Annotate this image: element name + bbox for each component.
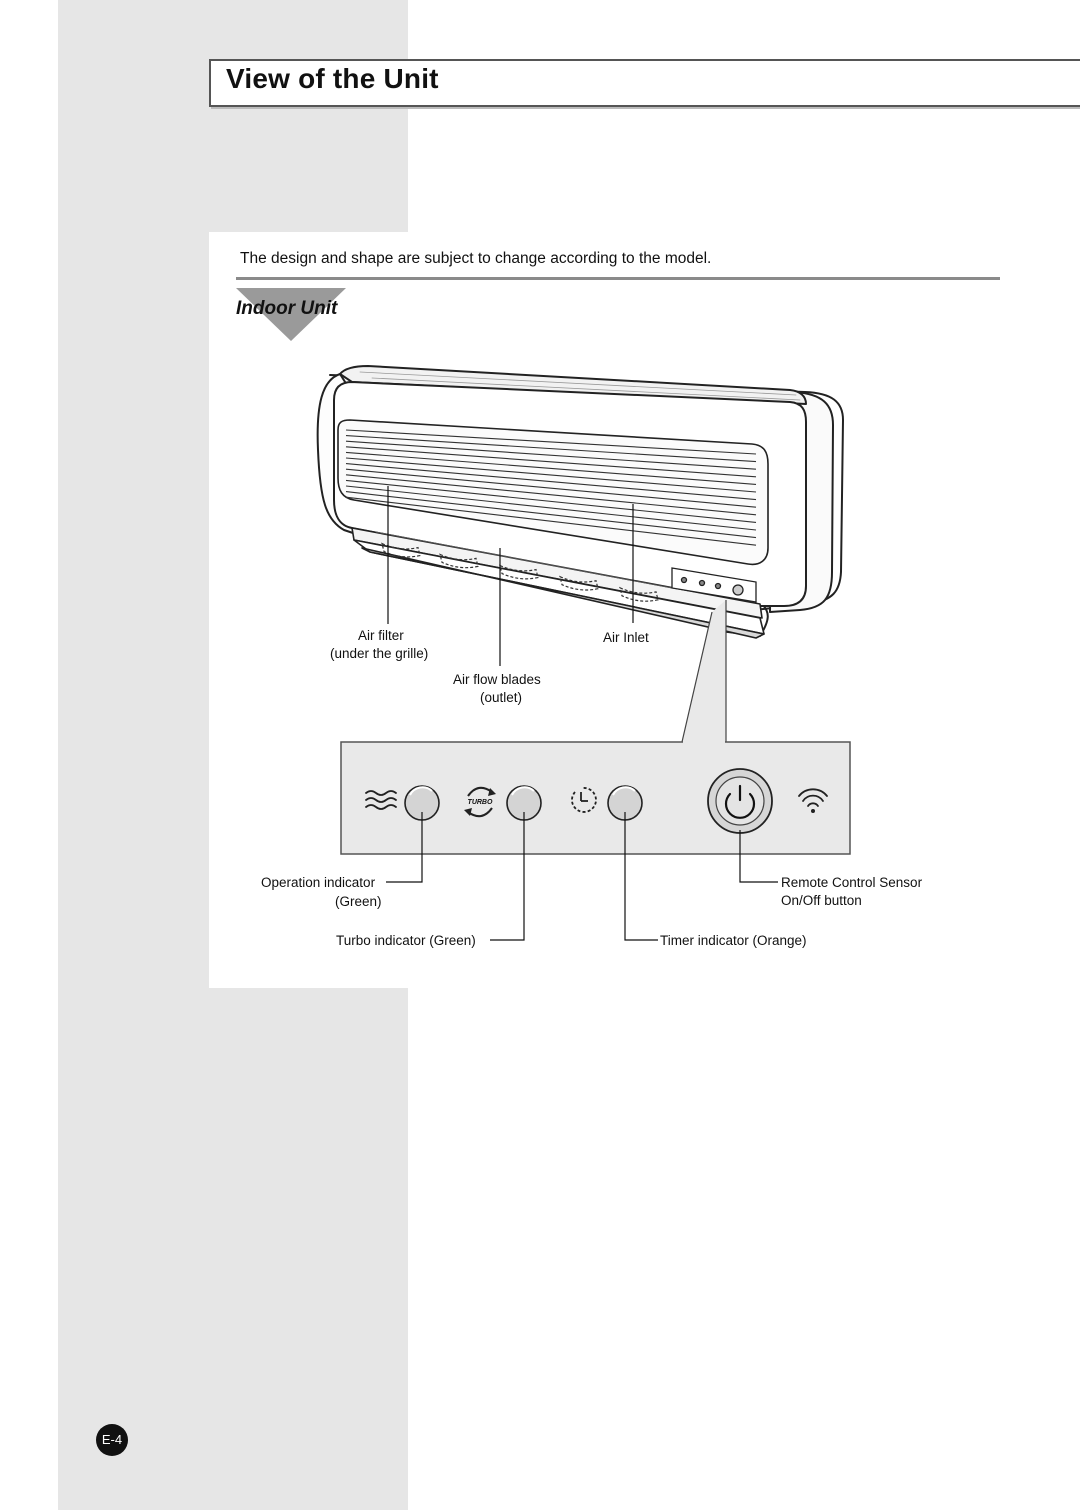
turbo-icon: TURBO: [464, 786, 496, 818]
remote-sensor-label: Remote Control Sensor: [781, 875, 923, 890]
grille-slat: [345, 435, 757, 463]
grille-slat: [345, 496, 757, 546]
air-flow-blade: [559, 575, 599, 591]
callout-wedge: [681, 600, 727, 743]
page-title: View of the Unit: [226, 63, 439, 94]
air-filter-sublabel: (under the grille): [330, 646, 429, 661]
section-title: Indoor Unit: [236, 298, 338, 319]
air-filter-label: Air filter: [358, 628, 404, 643]
grille-slat: [345, 468, 757, 508]
air-flow-blade: [619, 586, 659, 602]
air-flow-blade: [381, 542, 421, 558]
grille-slat: [345, 446, 757, 478]
page-number-badge: E-4: [96, 1424, 128, 1456]
grille-slat: [345, 440, 757, 470]
design-note: The design and shape are subject to chan…: [240, 250, 712, 267]
air-inlet-grille: [345, 429, 757, 546]
air-flow-blades: [381, 542, 659, 602]
grille-slat: [345, 485, 757, 531]
air-inlet-label: Air Inlet: [603, 630, 649, 645]
airflow-icon: [365, 790, 397, 810]
grille-slat: [345, 474, 757, 516]
air-flow-label: Air flow blades: [453, 672, 541, 687]
unit-control-panel: [671, 567, 757, 603]
panel-leader-lines: [386, 812, 778, 941]
grille-slat: [345, 491, 757, 539]
turbo-indicator-label: Turbo indicator (Green): [336, 933, 476, 948]
grille-slat: [345, 429, 757, 455]
unit-leader-lines: [387, 486, 634, 666]
grille-slat: [345, 479, 757, 523]
section-triangle: [236, 288, 346, 341]
air-flow-sublabel: (outlet): [480, 690, 523, 705]
turbo-badge: TURBO: [468, 799, 493, 806]
air-flow-blade: [439, 553, 479, 569]
grille-slat: [345, 463, 757, 501]
grille-slat: [345, 451, 757, 485]
grille-slat: [345, 457, 757, 493]
remote-sensor-icon: [798, 788, 828, 813]
operation-indicator-label: Operation indicator: [261, 875, 376, 890]
power-icon: [724, 792, 756, 819]
timer-indicator-label: Timer indicator (Orange): [660, 933, 807, 948]
note-divider: [236, 277, 1000, 280]
air-outlet: [351, 527, 765, 639]
onoff-button-label: On/Off button: [781, 893, 862, 908]
operation-indicator-sublabel: (Green): [335, 894, 382, 909]
onoff-button[interactable]: [707, 768, 773, 834]
timer-icon: [571, 787, 597, 813]
title-box: [209, 59, 1080, 107]
air-flow-blade: [499, 564, 539, 580]
